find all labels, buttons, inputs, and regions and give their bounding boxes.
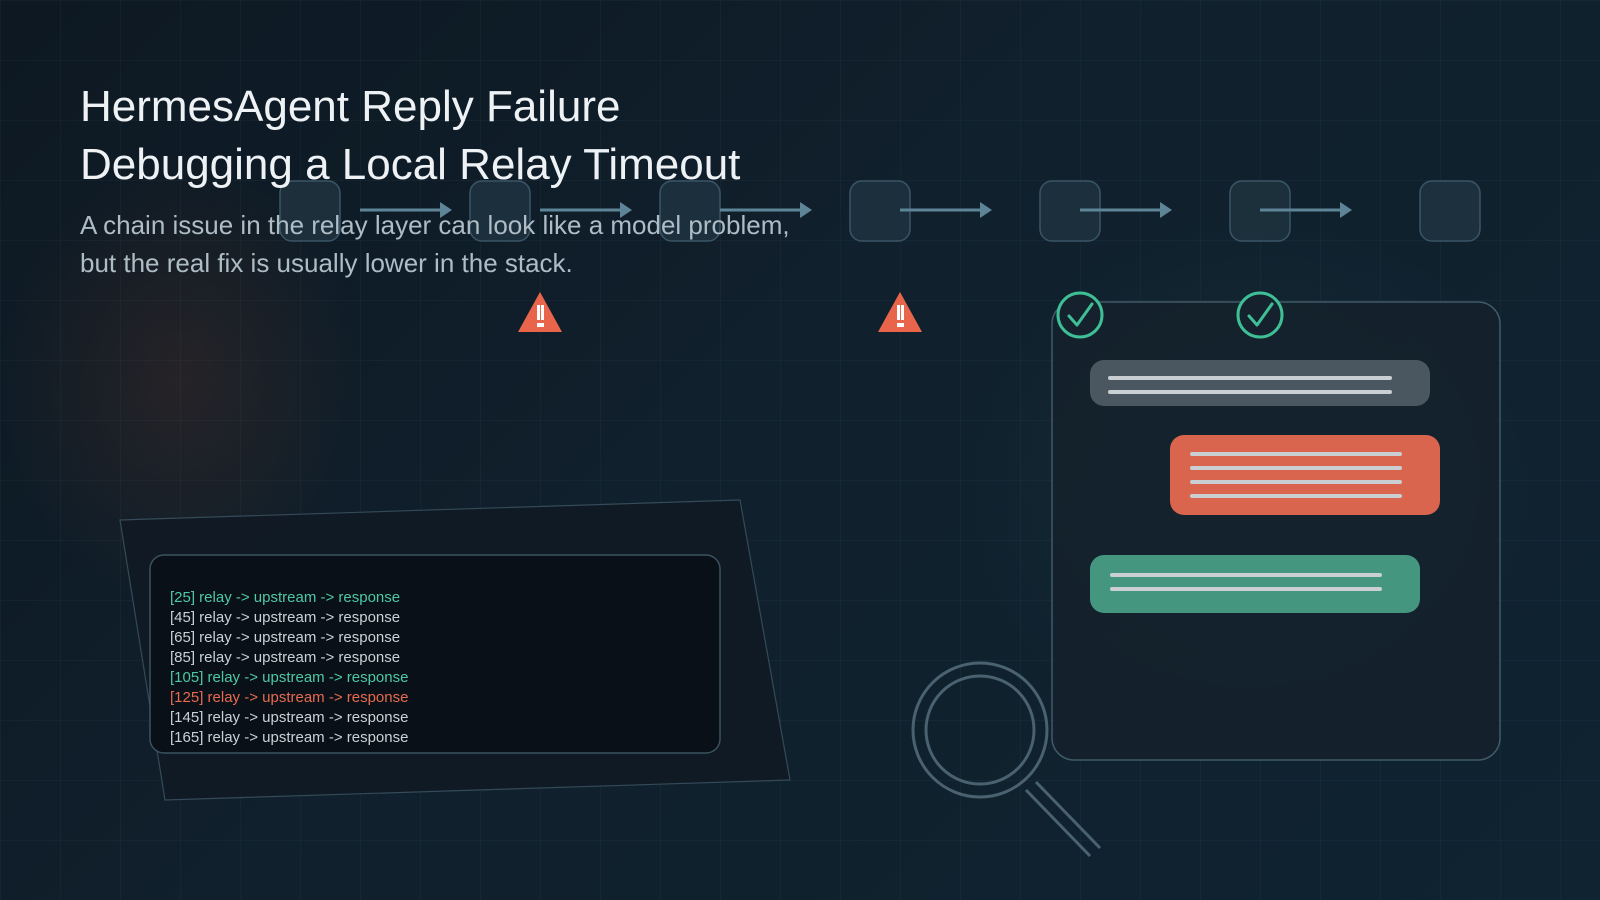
arrow-head bbox=[440, 202, 452, 218]
log-line: [65] relay -> upstream -> response bbox=[170, 629, 401, 646]
page-subtitle: A chain issue in the relay layer can loo… bbox=[80, 206, 790, 282]
page-subtitle-line-2: but the real fix is usually lower in the… bbox=[80, 248, 573, 278]
log-line: [145] relay -> upstream -> response bbox=[170, 709, 409, 726]
log-line: [45] relay -> upstream -> response bbox=[170, 609, 401, 626]
chat-bubble-system bbox=[1090, 360, 1430, 406]
pipeline bbox=[279, 180, 1481, 242]
arrow-head bbox=[980, 202, 992, 218]
page-title: HermesAgent Reply Failure Debugging a Lo… bbox=[80, 78, 740, 194]
log-line: [105] relay -> upstream -> response bbox=[170, 669, 409, 686]
warning-icon bbox=[518, 292, 562, 332]
magnifier-icon bbox=[911, 661, 1102, 858]
pipeline-node bbox=[1419, 180, 1481, 242]
log-output: [25] relay -> upstream -> response [45] … bbox=[170, 588, 690, 748]
arrow-head bbox=[620, 202, 632, 218]
page-title-line-1: HermesAgent Reply Failure bbox=[80, 82, 621, 131]
log-line: [125] relay -> upstream -> response bbox=[170, 689, 409, 706]
pipeline-node bbox=[469, 180, 531, 242]
check-icon bbox=[1056, 291, 1104, 339]
chat-bubble-error bbox=[1170, 435, 1440, 515]
pipeline-node bbox=[279, 180, 341, 242]
warning-icon bbox=[878, 292, 922, 332]
log-line: [25] relay -> upstream -> response bbox=[170, 589, 401, 606]
log-terminal bbox=[149, 554, 721, 754]
arrow-head bbox=[1340, 202, 1352, 218]
arrow-head bbox=[800, 202, 812, 218]
chat-bubble-success bbox=[1090, 555, 1420, 613]
page-subtitle-line-1: A chain issue in the relay layer can loo… bbox=[80, 210, 790, 240]
log-line: [85] relay -> upstream -> response bbox=[170, 649, 401, 666]
check-icon bbox=[1236, 291, 1284, 339]
page-title-line-2: Debugging a Local Relay Timeout bbox=[80, 140, 741, 189]
log-line: [165] relay -> upstream -> response bbox=[170, 729, 409, 746]
arrow-head bbox=[1160, 202, 1172, 218]
